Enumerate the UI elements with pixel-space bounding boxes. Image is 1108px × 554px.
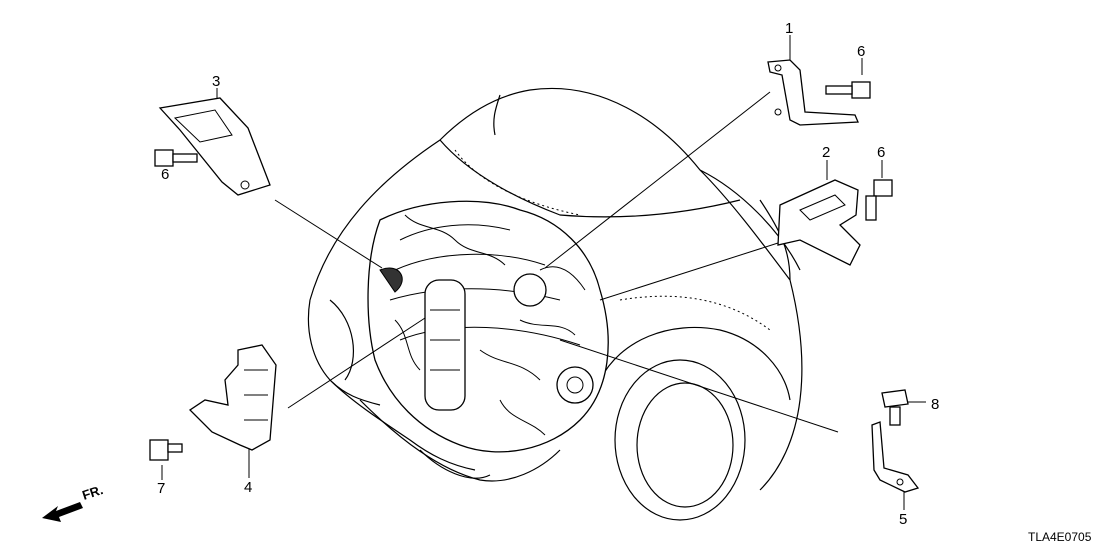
part-8-bolt — [881, 389, 909, 426]
part-6-bolt-left — [154, 149, 198, 167]
engine-harness-assembly — [367, 200, 609, 453]
callout-8: 8 — [931, 396, 939, 413]
callout-7: 7 — [157, 480, 165, 497]
part-6-bolt-right — [865, 179, 893, 221]
leader-lines — [161, 35, 926, 510]
callout-6-top: 6 — [857, 43, 865, 60]
front-indicator-label: FR. — [80, 482, 105, 503]
callout-5: 5 — [899, 511, 907, 528]
part-2-bracket — [777, 179, 861, 266]
part-5-bracket — [871, 421, 920, 493]
part-4-cover — [188, 344, 277, 451]
callout-6-left: 6 — [161, 166, 169, 183]
callout-1: 1 — [785, 20, 793, 37]
callout-6-right: 6 — [877, 144, 885, 161]
vehicle-outline — [307, 87, 803, 521]
part-6-bolt-top — [825, 81, 871, 99]
callout-4: 4 — [244, 479, 252, 496]
part-3-bracket — [158, 97, 271, 196]
part-7-bolt — [149, 439, 183, 461]
part-1-bracket — [767, 59, 859, 126]
front-direction-arrow-icon — [42, 502, 83, 522]
callout-3: 3 — [212, 73, 220, 90]
diagram-code: TLA4E0705 — [1028, 530, 1092, 544]
callout-2: 2 — [822, 144, 830, 161]
